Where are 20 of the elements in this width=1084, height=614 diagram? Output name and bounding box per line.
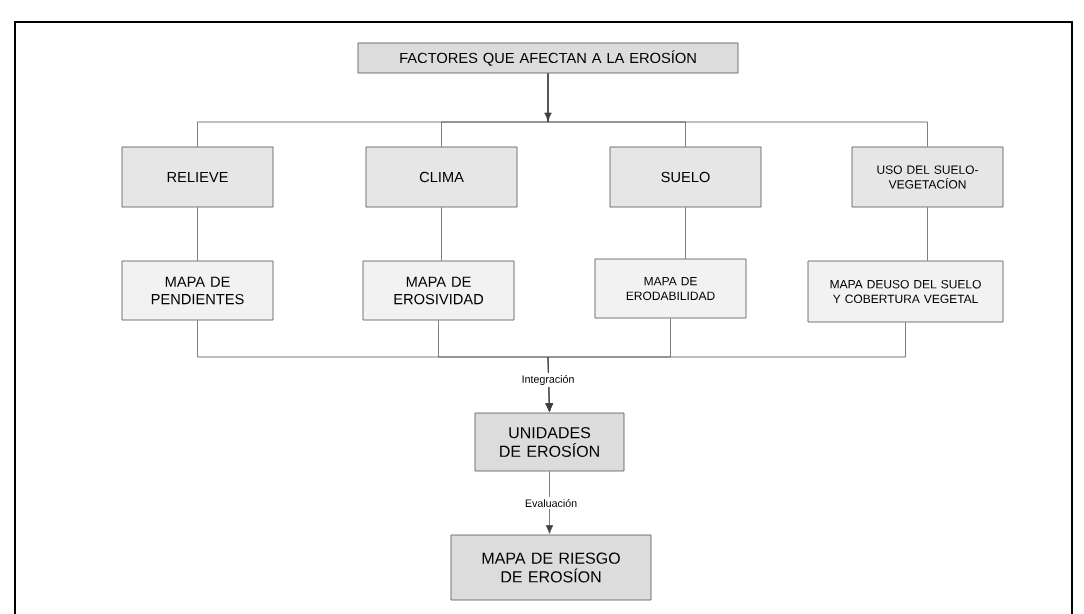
title-box: FACTORES QUE AFECTAN A LA EROSÍON (357, 42, 739, 74)
process-box: UNIDADES DE EROSÍON (474, 412, 625, 472)
connector (441, 207, 442, 261)
connector (685, 207, 686, 259)
connector (197, 207, 198, 261)
map-box: MAPA DE EROSIVIDAD (362, 260, 515, 321)
factor-box: USO DEL SUELO- VEGETACÍON (851, 146, 1004, 208)
map-box: MAPA DE ERODABILIDAD (594, 258, 747, 319)
connector (547, 73, 928, 147)
connector (927, 207, 928, 261)
map-box: MAPA DE PENDIENTES (121, 260, 274, 321)
map-box: MAPA DEUSO DEL SUELO Y COBERTURA VEGETAL (807, 260, 1004, 323)
connector (545, 322, 906, 412)
connector (545, 471, 554, 534)
result-box: MAPA DE RIESGO DE EROSÍON (450, 534, 652, 601)
edge-label: Evaluación (522, 497, 580, 509)
factor-box: SUELO (609, 146, 762, 208)
factor-box: CLIMA (365, 146, 518, 208)
edge-label: Integración (519, 372, 577, 388)
factor-box: RELIEVE (121, 146, 274, 208)
